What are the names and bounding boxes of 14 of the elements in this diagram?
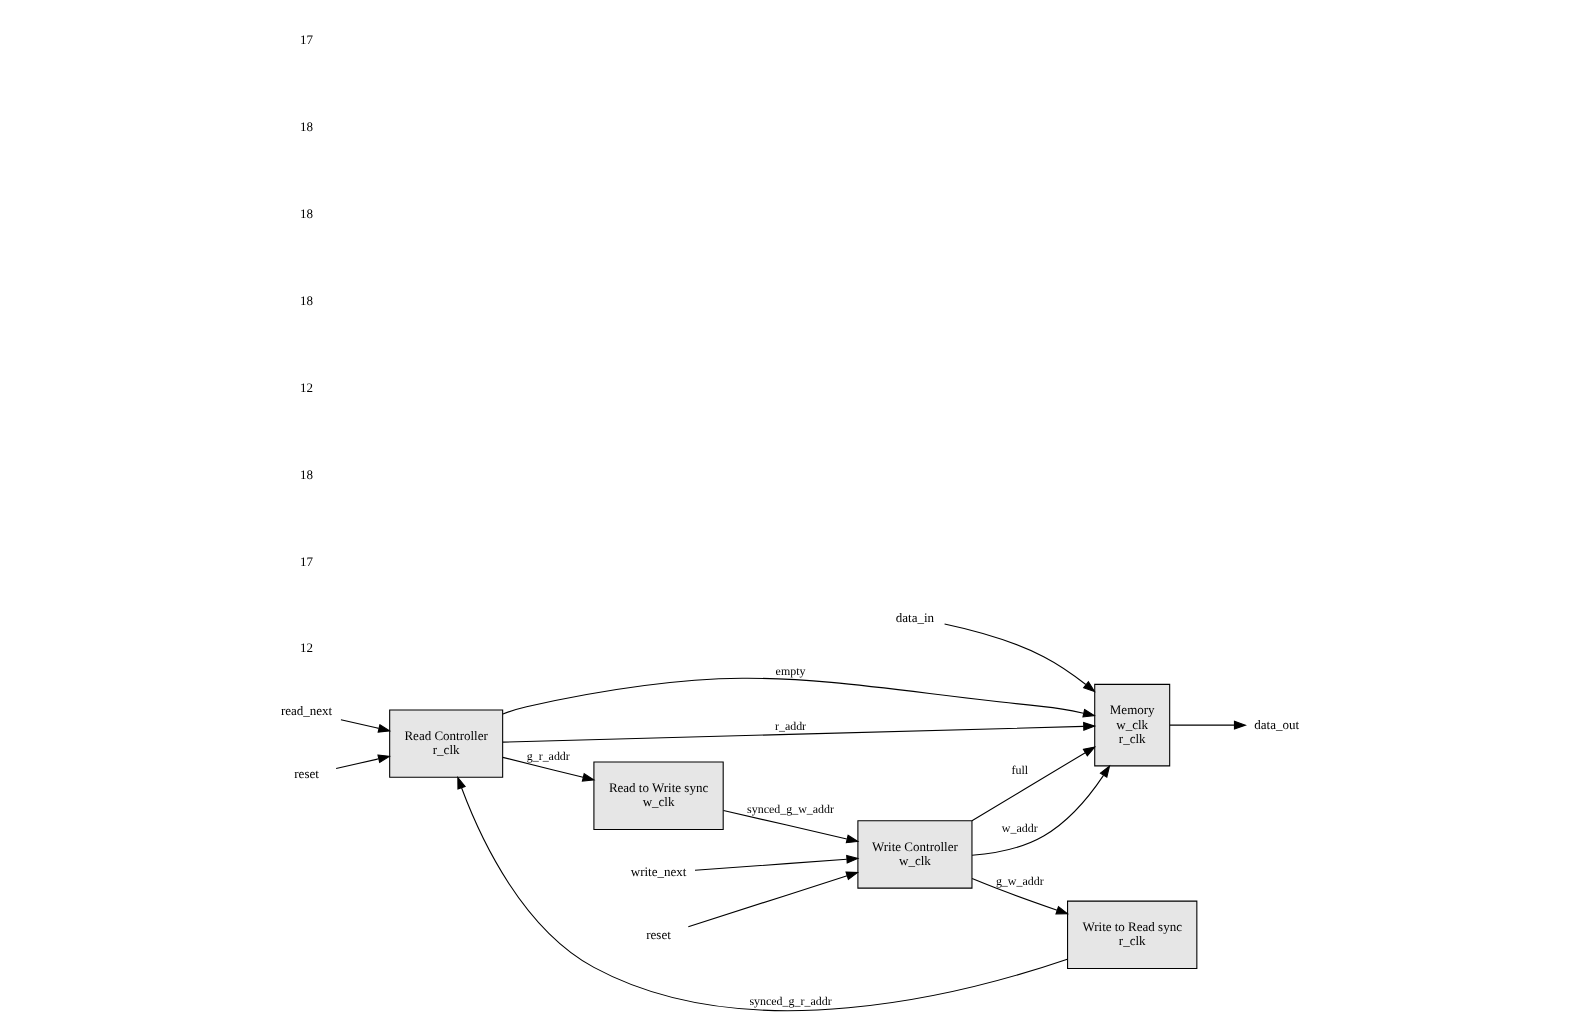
arrow	[1169, 720, 1247, 730]
arrow	[687, 871, 860, 928]
arrow	[340, 719, 392, 733]
arrow	[502, 756, 596, 782]
arrow	[694, 854, 860, 871]
arrow	[335, 754, 391, 770]
arrow	[971, 764, 1111, 856]
arrow	[971, 746, 1097, 822]
arrow	[502, 721, 1097, 743]
arrow	[722, 809, 860, 844]
arrow	[971, 878, 1070, 915]
arrow	[502, 677, 1096, 718]
arrow	[457, 775, 1068, 1011]
arrow	[944, 623, 1096, 693]
